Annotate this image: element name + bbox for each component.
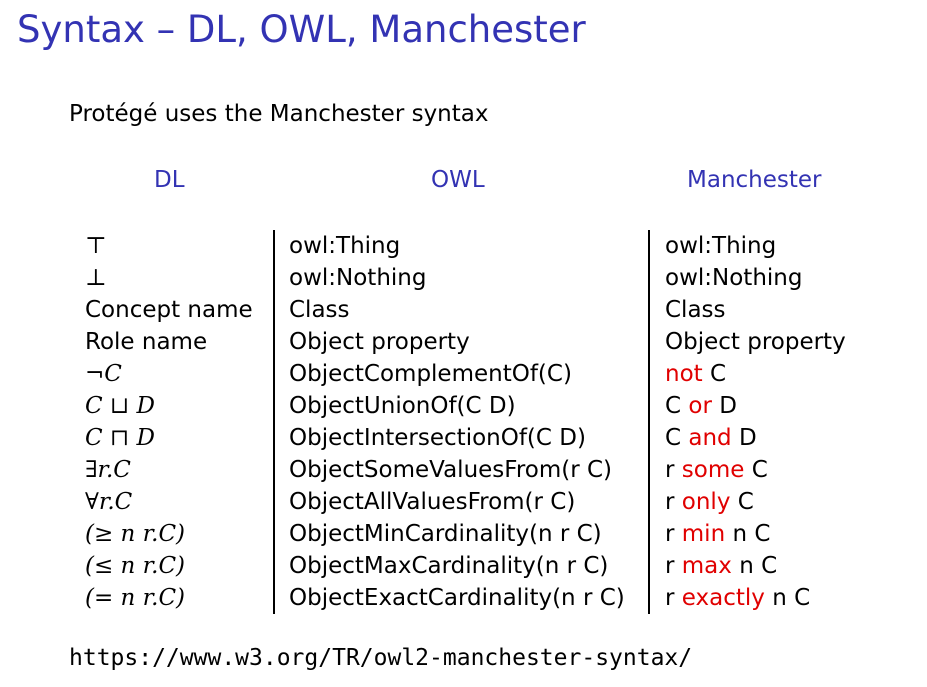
owl-cell: Object property — [289, 329, 470, 355]
dl-cell: ⊥ — [85, 265, 107, 291]
manchester-text: Class — [665, 297, 726, 323]
manchester-keyword: min — [681, 521, 726, 547]
manchester-text: r — [665, 457, 682, 483]
manchester-text: r — [665, 585, 682, 611]
manchester-text: C — [702, 361, 727, 387]
manchester-text: n C — [764, 585, 811, 611]
dl-expression: C ⊔ D — [85, 393, 155, 419]
owl-cell: ObjectIntersectionOf(C D) — [289, 425, 586, 451]
manchester-cell: r only C — [665, 486, 846, 518]
manchester-cell: Object property — [665, 326, 846, 358]
manchester-text: D — [731, 425, 757, 451]
dl-cell: ⊤ — [85, 233, 107, 259]
manchester-keyword: not — [665, 361, 703, 387]
dl-expression: (≥ n r.C) — [85, 521, 186, 547]
manchester-keyword: and — [688, 425, 732, 451]
dl-column: ⊤ ⊥ Concept name Role name ¬C C ⊔ D C ⊓ … — [85, 230, 253, 614]
manchester-text: C — [744, 457, 768, 483]
manchester-keyword: exactly — [681, 585, 765, 611]
dl-cell: (≤ n r.C) — [85, 550, 253, 582]
dl-cell: C ⊓ D — [85, 422, 253, 454]
dl-cell: (≥ n r.C) — [85, 518, 253, 550]
dl-column-header: DL — [154, 167, 185, 193]
manchester-cell: owl:Thing — [665, 230, 846, 262]
manchester-text: C — [665, 425, 689, 451]
intro-text: Protégé uses the Manchester syntax — [69, 101, 489, 127]
owl-column-header: OWL — [431, 167, 485, 193]
manchester-cell: C or D — [665, 390, 846, 422]
manchester-keyword: max — [681, 553, 732, 579]
manchester-cell: r max n C — [665, 550, 846, 582]
owl-cell: ObjectComplementOf(C) — [289, 361, 572, 387]
owl-cell: ObjectMinCardinality(n r C) — [289, 521, 602, 547]
manchester-cell: owl:Nothing — [665, 262, 846, 294]
owl-column: owl:Thing owl:Nothing Class Object prope… — [289, 230, 625, 614]
manchester-text: r — [665, 489, 682, 515]
owl-cell: ObjectExactCardinality(n r C) — [289, 585, 625, 611]
dl-expression: (≤ n r.C) — [85, 553, 186, 579]
reference-url[interactable]: https://www.w3.org/TR/owl2-manchester-sy… — [69, 645, 693, 671]
manchester-cell: r min n C — [665, 518, 846, 550]
owl-cell: owl:Nothing — [289, 265, 427, 291]
owl-cell: ObjectMaxCardinality(n r C) — [289, 553, 609, 579]
manchester-text: r — [665, 521, 682, 547]
manchester-text: C — [665, 393, 689, 419]
slide-title: Syntax – DL, OWL, Manchester — [17, 8, 586, 51]
manchester-column-header: Manchester — [687, 167, 822, 193]
manchester-cell: Class — [665, 294, 846, 326]
owl-cell: owl:Thing — [289, 233, 401, 259]
dl-expression: ¬C — [85, 361, 122, 387]
manchester-cell: r exactly n C — [665, 582, 846, 614]
dl-cell: (= n r.C) — [85, 582, 253, 614]
manchester-text: Object property — [665, 329, 846, 355]
manchester-text: n C — [731, 553, 778, 579]
manchester-text: C — [730, 489, 754, 515]
dl-cell: ∃r.C — [85, 454, 253, 486]
dl-expression: ∃r.C — [85, 457, 131, 483]
manchester-column: owl:Thing owl:Nothing Class Object prope… — [665, 230, 846, 614]
manchester-keyword: some — [681, 457, 745, 483]
dl-cell: Concept name — [85, 297, 253, 323]
manchester-text: owl:Nothing — [665, 265, 803, 291]
manchester-cell: C and D — [665, 422, 846, 454]
owl-cell: ObjectSomeValuesFrom(r C) — [289, 457, 613, 483]
column-divider — [648, 230, 650, 614]
dl-expression: ∀r.C — [85, 489, 133, 515]
owl-cell: Class — [289, 297, 350, 323]
manchester-keyword: only — [681, 489, 731, 515]
manchester-cell: not C — [665, 358, 846, 390]
manchester-cell: r some C — [665, 454, 846, 486]
manchester-text: n C — [725, 521, 771, 547]
dl-cell: Role name — [85, 329, 208, 355]
manchester-text: D — [711, 393, 737, 419]
dl-cell: ¬C — [85, 358, 253, 390]
column-divider — [273, 230, 275, 614]
dl-cell: C ⊔ D — [85, 390, 253, 422]
dl-expression: (= n r.C) — [85, 585, 186, 611]
dl-expression: C ⊓ D — [85, 425, 155, 451]
dl-cell: ∀r.C — [85, 486, 253, 518]
owl-cell: ObjectUnionOf(C D) — [289, 393, 516, 419]
owl-cell: ObjectAllValuesFrom(r C) — [289, 489, 576, 515]
manchester-keyword: or — [688, 393, 712, 419]
manchester-text: r — [665, 553, 682, 579]
manchester-text: owl:Thing — [665, 233, 777, 259]
